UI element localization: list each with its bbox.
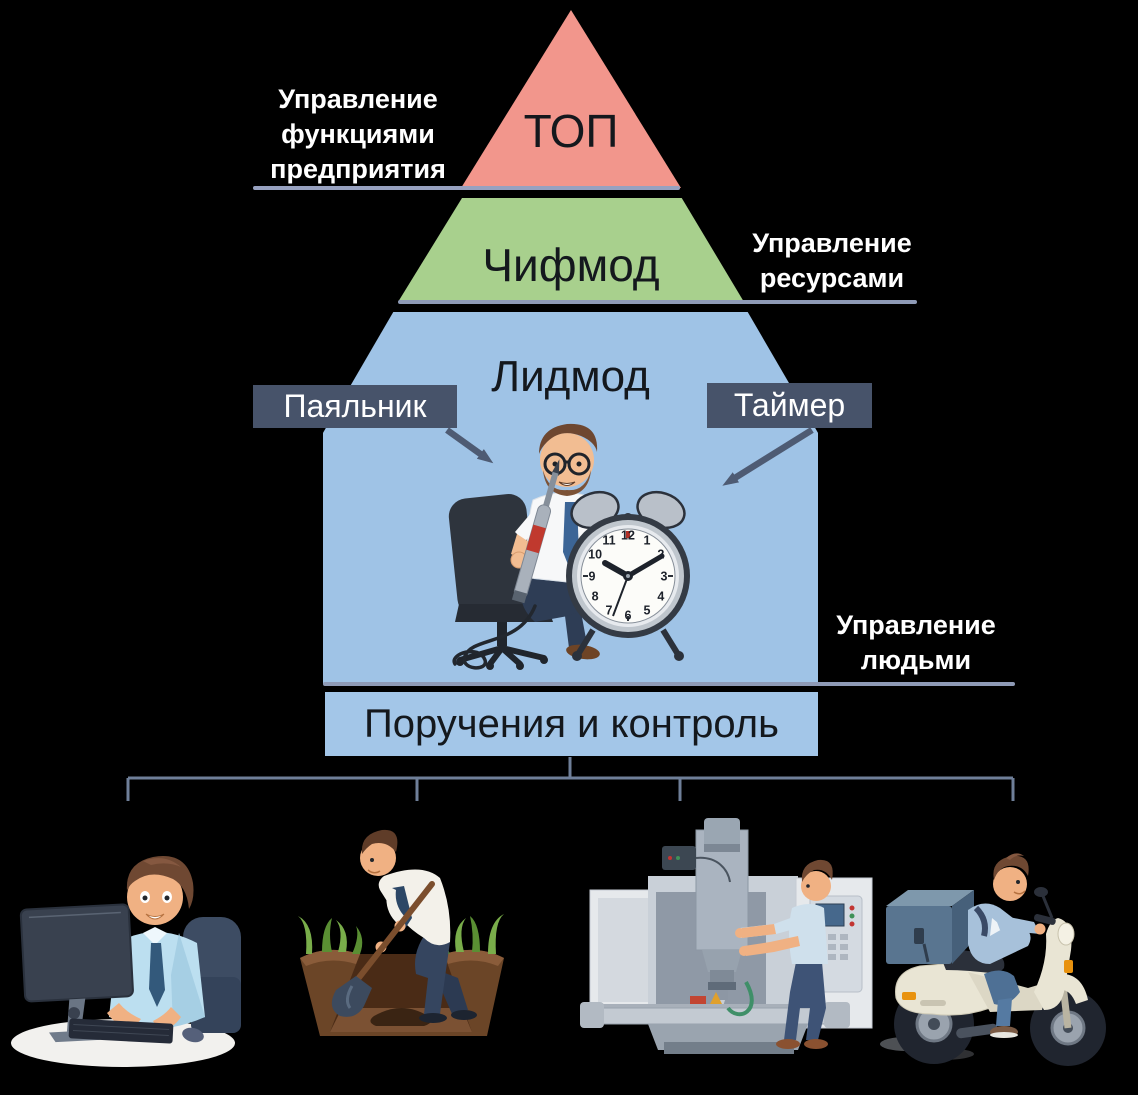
courier-figure — [968, 853, 1046, 1038]
task-box: Поручения и контроль — [325, 692, 818, 756]
digging-worker-illustration — [282, 818, 522, 1053]
courier-illustration — [872, 822, 1112, 1070]
callout-soldering-iron: Паяльник — [253, 385, 457, 428]
divider-top — [253, 186, 680, 190]
delivery-box-icon — [886, 890, 974, 964]
keyboard-icon — [68, 1018, 174, 1044]
operator-figure — [735, 859, 833, 1049]
dirt-mound — [370, 1008, 432, 1026]
computer-monitor-icon — [19, 903, 134, 1043]
pyramid-middle-segment — [398, 198, 744, 302]
office-man-figure — [107, 856, 205, 1031]
pyramid-top-segment — [461, 10, 681, 188]
divider-middle — [398, 300, 917, 304]
side-label-resources: Управление ресурсами — [752, 228, 912, 293]
scooter-icon — [894, 887, 1106, 1066]
shovel-icon — [331, 881, 435, 1017]
side-label-people: Управление людьми — [836, 610, 996, 675]
grass-left — [298, 916, 363, 954]
side-label-functions: Управление функциями предприятия — [270, 84, 446, 184]
machine-operator-illustration — [578, 812, 883, 1057]
callout-timer: Таймер — [707, 383, 872, 428]
segment-label-bottom: Лидмод — [491, 352, 650, 401]
divider-bottom — [323, 682, 1015, 686]
milling-machine-icon — [580, 818, 873, 1054]
mouse-icon — [182, 1027, 204, 1043]
segment-label-middle: Чифмод — [482, 239, 660, 291]
office-worker-illustration — [5, 825, 250, 1075]
digging-man-figure — [360, 829, 477, 1023]
segment-label-top: ТОП — [523, 105, 619, 157]
grass-right — [439, 914, 504, 954]
org-tree-connector — [126, 757, 1015, 801]
